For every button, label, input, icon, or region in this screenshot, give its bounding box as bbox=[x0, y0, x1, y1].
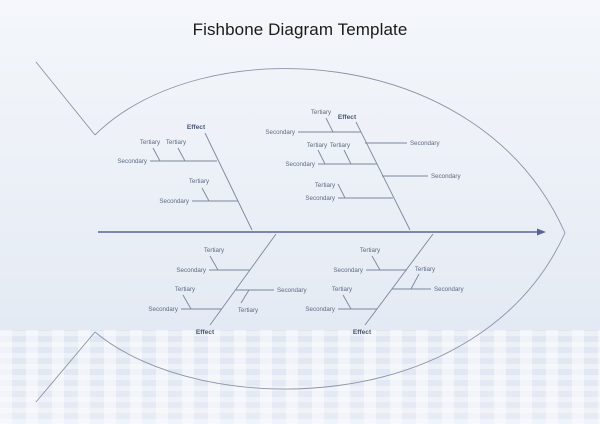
main-bone bbox=[209, 233, 277, 326]
secondary-label: Secondary bbox=[148, 306, 178, 313]
tertiary-bone bbox=[182, 294, 192, 310]
tertiary-bone bbox=[201, 187, 210, 202]
fish-tail-lower bbox=[35, 331, 96, 403]
tertiary-bone bbox=[343, 149, 352, 165]
tertiary-label: Tertiary bbox=[238, 307, 259, 314]
spine-arrow-head-icon bbox=[537, 228, 546, 236]
background-floor bbox=[0, 330, 600, 424]
tertiary-label: Tertiary bbox=[330, 142, 351, 149]
secondary-label: Secondary bbox=[305, 306, 335, 313]
secondary-label: Secondary bbox=[159, 198, 189, 205]
secondary-label: Secondary bbox=[410, 140, 440, 147]
tertiary-bone bbox=[177, 147, 186, 162]
tertiary-label: Tertiary bbox=[315, 182, 336, 189]
bone-lower-left: Effect Secondary Tertiary Secondary Tert… bbox=[148, 233, 307, 336]
tertiary-label: Tertiary bbox=[332, 286, 353, 293]
main-bone bbox=[204, 132, 253, 231]
bone-upper-left: Effect Secondary Tertiary Tertiary Secon… bbox=[117, 124, 253, 231]
tertiary-bone bbox=[317, 149, 326, 165]
diagram-title: Fishbone Diagram Template bbox=[192, 20, 408, 39]
tertiary-label: Tertiary bbox=[307, 142, 328, 149]
secondary-label: Secondary bbox=[305, 195, 335, 202]
tertiary-label: Tertiary bbox=[360, 247, 381, 254]
main-bone bbox=[364, 233, 434, 326]
tertiary-label: Tertiary bbox=[166, 139, 187, 146]
secondary-label: Secondary bbox=[333, 267, 363, 274]
tertiary-bone bbox=[152, 147, 161, 162]
bone-upper-right: Effect Secondary Tertiary Secondary Tert… bbox=[265, 109, 461, 231]
secondary-label: Secondary bbox=[117, 158, 147, 165]
tertiary-label: Tertiary bbox=[311, 109, 332, 116]
tertiary-bone bbox=[240, 289, 250, 304]
secondary-label: Secondary bbox=[176, 267, 206, 274]
tertiary-bone bbox=[325, 117, 334, 133]
tertiary-bone bbox=[371, 255, 381, 271]
tertiary-bone bbox=[410, 273, 420, 290]
effect-label: Effect bbox=[187, 124, 206, 131]
tertiary-bone bbox=[337, 183, 346, 199]
effect-label: Effect bbox=[196, 329, 215, 336]
tertiary-label: Tertiary bbox=[204, 247, 225, 254]
secondary-label: Secondary bbox=[285, 161, 315, 168]
tertiary-bone bbox=[342, 294, 352, 310]
secondary-label: Secondary bbox=[277, 287, 307, 294]
tertiary-label: Tertiary bbox=[189, 178, 210, 185]
tertiary-label: Tertiary bbox=[175, 286, 196, 293]
secondary-label: Secondary bbox=[434, 286, 464, 293]
fish-body-outline bbox=[94, 68, 566, 390]
fish-tail-upper bbox=[35, 61, 96, 136]
effect-label: Effect bbox=[338, 114, 357, 121]
tertiary-label: Tertiary bbox=[140, 139, 161, 146]
bone-lower-right: Effect Secondary Tertiary Secondary Tert… bbox=[305, 233, 464, 336]
tertiary-label: Tertiary bbox=[415, 266, 436, 273]
tertiary-bone bbox=[209, 255, 219, 271]
secondary-label: Secondary bbox=[265, 129, 295, 136]
effect-label: Effect bbox=[353, 329, 372, 336]
secondary-label: Secondary bbox=[431, 173, 461, 180]
